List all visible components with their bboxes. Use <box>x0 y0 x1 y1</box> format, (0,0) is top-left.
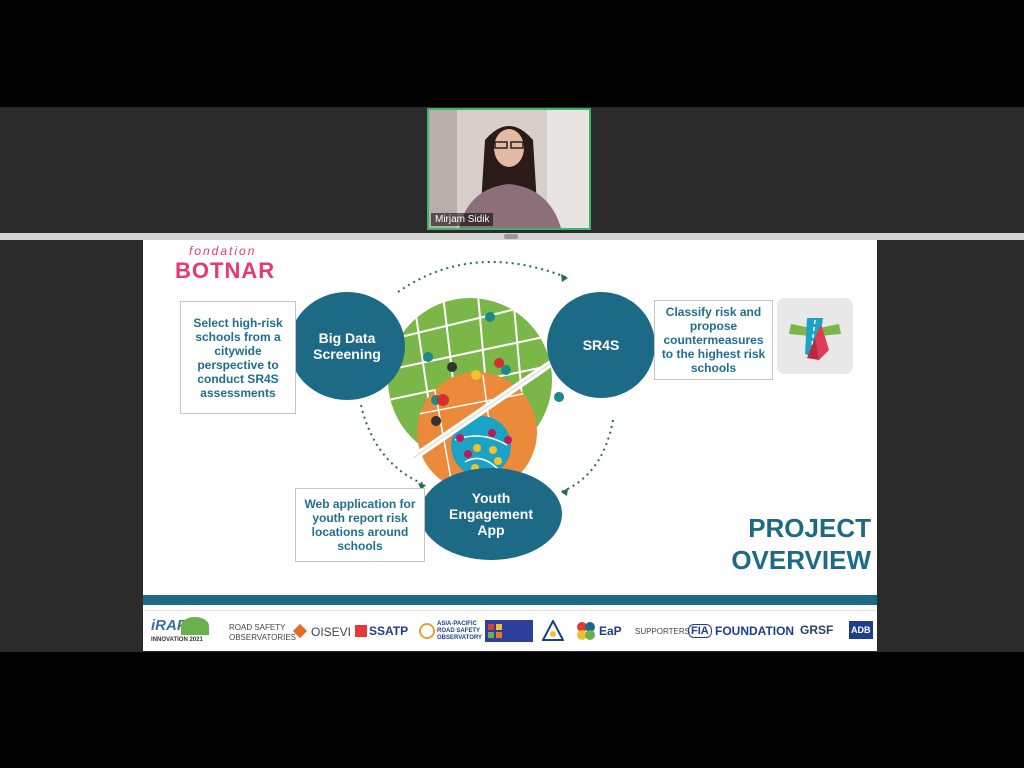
foundation-logo: FOUNDATION <box>715 624 795 638</box>
eap-logo: EaP <box>599 624 622 638</box>
map-markers <box>423 312 565 472</box>
african-observatory-logo <box>541 618 565 642</box>
oisevi-logo: OISEVI <box>311 625 352 639</box>
main-road <box>411 352 565 461</box>
participant-name: Mirjam Sidik <box>431 213 494 226</box>
arc-right <box>560 419 614 493</box>
asia-pacific-icon <box>419 623 435 639</box>
participant-video-frame <box>429 110 589 228</box>
ssatp-logo: SSATP <box>369 624 409 638</box>
observatories-label: ROAD SAFETY OBSERVATORIES <box>229 623 296 643</box>
european-observatory-logo <box>485 620 533 642</box>
arc-top <box>397 260 569 293</box>
youth-engagement-label: Youth Engagement App <box>448 490 533 538</box>
presentation-slide: fondation BOTNAR <box>143 240 877 651</box>
sr4s-description-box: Classify risk and propose countermeasure… <box>654 300 773 380</box>
resize-handle[interactable] <box>504 234 518 239</box>
overview-graphic <box>360 260 614 496</box>
fia-logo: FIA <box>688 624 712 638</box>
project-overview-title: PROJECT OVERVIEW <box>731 512 871 576</box>
slide-footer-band <box>143 595 877 605</box>
sr4s-logo-icon <box>789 318 841 360</box>
big-data-description-box: Select high-risk schools from a citywide… <box>180 301 296 414</box>
project-overview-line-1: PROJECT <box>748 513 871 543</box>
project-overview-line-2: OVERVIEW <box>731 545 871 575</box>
brand-script: fondation <box>189 244 257 258</box>
eap-icon <box>576 621 596 641</box>
youth-app-description: Web application for youth report risk lo… <box>304 497 416 553</box>
asia-pacific-line-2: ROAD SAFETY <box>437 628 481 634</box>
asia-pacific-line-3: OBSERVATORY <box>437 635 483 641</box>
observatories-label-1: ROAD SAFETY <box>229 623 286 632</box>
sr4s-description: Classify risk and propose countermeasure… <box>661 305 766 375</box>
asia-pacific-logo: ASIA-PACIFIC ROAD SAFETY OBSERVATORY <box>437 621 482 642</box>
arc-left <box>360 404 427 486</box>
observatories-label-2: OBSERVATORIES <box>229 633 296 642</box>
sr4s-logo <box>777 298 853 374</box>
asia-pacific-line-1: ASIA-PACIFIC <box>437 621 477 627</box>
irap-logo: iRAP <box>151 617 187 634</box>
irap-road-icon <box>181 617 209 635</box>
youth-app-description-box: Web application for youth report risk lo… <box>295 488 425 562</box>
adb-logo: ADB <box>849 621 873 639</box>
ssatp-icon <box>355 625 367 637</box>
slide-footer-logos: iRAP INNOVATION 2021 ROAD SAFETY OBSERVA… <box>143 610 877 651</box>
grsf-logo: GRSF <box>800 623 834 637</box>
big-data-screening-circle: Big Data Screening <box>289 292 405 400</box>
big-data-screening-label: Big Data Screening <box>313 330 381 362</box>
brand-name: BOTNAR <box>175 258 276 283</box>
sr4s-circle: SR4S <box>547 292 655 398</box>
supporters-label: SUPPORTERS <box>635 627 690 636</box>
sr4s-label: SR4S <box>582 337 620 353</box>
participant-video-tile[interactable]: Mirjam Sidik <box>427 108 591 230</box>
irap-sub: INNOVATION 2021 <box>151 637 203 643</box>
big-data-description: Select high-risk schools from a citywide… <box>193 315 283 400</box>
youth-engagement-circle: Youth Engagement App <box>420 468 562 560</box>
